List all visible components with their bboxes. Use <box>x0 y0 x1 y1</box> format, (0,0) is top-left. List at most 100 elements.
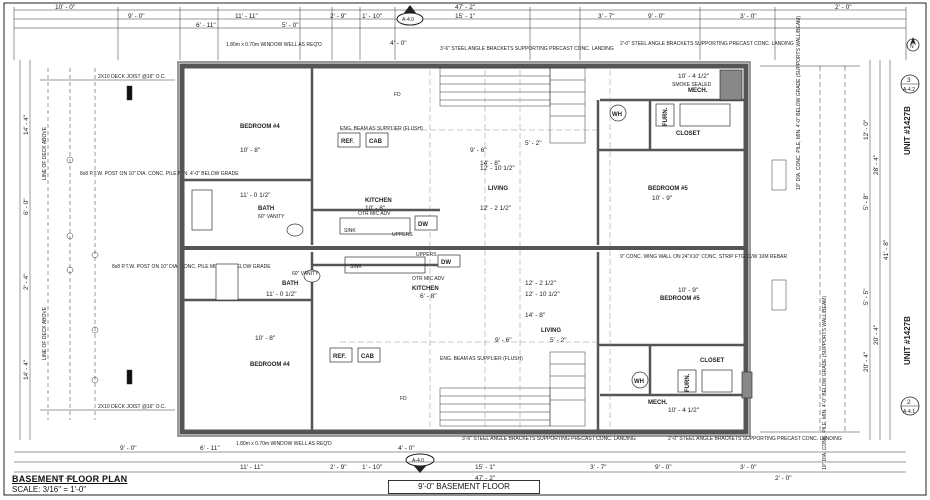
note-deck-line-upper: LINE OF DECK ABOVE <box>42 126 48 180</box>
top-dim-11: 15' - 1" <box>455 13 476 20</box>
top-dim-5: 6' - 11" <box>196 22 216 29</box>
right-dim-7: 20' - 4" <box>863 351 870 372</box>
note-pile-right-upper: 10" DIA. CONC. PILE, MIN. 4'-0" BELOW GR… <box>796 16 802 190</box>
stair-lower <box>439 351 586 427</box>
fixture-fd-upper: FD <box>394 92 401 98</box>
left-dim-1: 14' - 4" <box>23 114 30 135</box>
fixture-furn-upper: FURN. <box>663 107 669 126</box>
note-bracket-upper-1: 3'-6" STEEL ANGLE BRACKETS SUPPORTING PR… <box>440 46 614 52</box>
fixture-micro-lower: OTR MIC ADV <box>412 276 445 282</box>
note-bracket-lower-1: 3'-6" STEEL ANGLE BRACKETS SUPPORTING PR… <box>462 436 636 442</box>
unit-label-lower: UNIT #1427B <box>903 316 912 365</box>
top-dim-3: 47' - 2" <box>455 4 476 11</box>
top-dim-12: 3' - 7" <box>598 13 615 20</box>
bottom-dim-8: 3' - 7" <box>590 464 607 471</box>
section-tag-right-num: 3 <box>907 77 911 84</box>
fixture-fd-lower: FD <box>400 396 407 402</box>
drawing-scale: SCALE: 3/16" = 1'-0" <box>12 485 87 494</box>
living-lower-dim5: 9' - 6" <box>495 337 512 344</box>
fixture-sink-lower: SINK <box>350 264 362 270</box>
top-dim-2: 9' - 0" <box>128 13 145 20</box>
section-tag-top: A-4.0 <box>402 17 414 23</box>
note-deck-joist-lower: 2X10 DECK JOIST @16" O.C. <box>98 404 166 410</box>
note-pile-right-lower: 10" DIA. CONC. PILE, MIN. 4'-0" BELOW GR… <box>822 296 828 470</box>
fixture-dw-upper: DW <box>418 222 428 228</box>
room-bedroom5-upper: BEDROOM #5 <box>648 186 688 192</box>
right-dim-4: 5' - 8" <box>863 193 870 210</box>
room-bath-upper-dim: 11' - 0 1/2" <box>240 192 271 199</box>
room-mech-upper: MECH. <box>688 88 708 94</box>
beam-lines <box>340 70 611 430</box>
side-dimension-lines <box>19 60 891 440</box>
room-bedroom5-upper-dim: 10' - 9" <box>652 195 673 202</box>
north-arrow-icon: N <box>906 37 920 52</box>
note-beam-lower: ENG. BEAM AS SUPPLIER (FLUSH) <box>440 356 523 362</box>
fixture-wh-upper: WH <box>612 112 622 118</box>
room-mech-lower-dim: 10' - 4 1/2" <box>668 407 700 414</box>
room-kitchen-lower-dim: 6' - 8" <box>420 293 437 300</box>
drawing-title: BASEMENT FLOOR PLAN <box>12 474 128 484</box>
room-bedroom4-lower: BEDROOM #4 <box>250 362 290 368</box>
room-bedroom5-lower-dim: 10' - 9" <box>678 287 699 294</box>
right-dim-2: 41' - 8" <box>883 239 890 260</box>
bottom-dim-11: 47' - 2" <box>475 475 496 482</box>
fixture-vanity-lower: 60" VANITY <box>292 271 319 277</box>
note-pile-upper: 8x8 P.T.W. POST ON 10" DIA. CONC. PILE M… <box>80 171 239 177</box>
right-dim-5: 12' - 0" <box>863 119 870 140</box>
exterior-walls <box>177 61 751 437</box>
fixture-dw-lower: DW <box>441 260 451 266</box>
bottom-dim-9: 9' - 0" <box>655 464 672 471</box>
top-dim-8: 2' - 9" <box>330 13 347 20</box>
bottom-dim-6: 4' - 0" <box>398 445 415 452</box>
top-dim-9: 1' - 10" <box>362 13 383 20</box>
room-living-upper: LIVING <box>488 186 508 192</box>
sheet-label: 9'-0" BASEMENT FLOOR <box>388 480 540 494</box>
note-wing-wall: 9" CONC. WING WALL ON 24"X10" CONC. STRI… <box>620 254 788 260</box>
room-living-upper-dim: 12' - 10 1/2" <box>480 165 515 172</box>
top-dim-7: 5' - 0" <box>282 22 299 29</box>
fixtures-upper <box>191 69 743 237</box>
section-tag-right2-num: 2 <box>907 399 911 406</box>
room-mech-lower: MECH. <box>648 400 668 406</box>
bottom-dim-7: 15' - 1" <box>475 464 496 471</box>
top-dim-14: 3' - 0" <box>740 13 757 20</box>
fixture-vanity-upper: 60" VANITY <box>258 214 285 220</box>
fixture-cab-lower: CAB <box>361 354 375 360</box>
room-bath-lower-dim: 11' - 0 1/2" <box>266 291 297 298</box>
bottom-dim-13: 10' - 0" <box>55 475 76 482</box>
room-bedroom4-lower-dim: 10' - 8" <box>255 335 276 342</box>
top-dim-13: 9' - 0" <box>648 13 665 20</box>
room-mech-upper-dim: 10' - 4 1/2" <box>678 73 710 80</box>
note-window-lower: 1.80m x 0.70m WINDOW WELL AS REQ'D <box>236 441 332 447</box>
room-closet-upper: CLOSET <box>676 131 701 137</box>
room-bedroom4-upper: BEDROOM #4 <box>240 124 280 130</box>
svg-text:N: N <box>910 44 914 50</box>
room-kitchen-lower: KITCHEN <box>412 286 439 292</box>
fixture-wh-lower: WH <box>634 379 644 385</box>
note-window-upper: 1.80m x 0.70m WINDOW WELL AS REQ'D <box>226 42 322 48</box>
bottom-dim-10: 3' - 0" <box>740 464 757 471</box>
bottom-dim-3: 11' - 11" <box>240 464 264 471</box>
bottom-dim-4: 2' - 9" <box>330 464 347 471</box>
section-tag-right2-ref: A-4.1 <box>903 409 915 415</box>
left-dim-2: 6' - 0" <box>23 198 30 215</box>
top-dim-1: 10' - 0" <box>55 4 76 11</box>
left-dim-3: 14' - 4" <box>23 359 30 380</box>
top-dim-10: 4' - 0" <box>390 40 407 47</box>
left-dim-4: 2' - 4" <box>23 273 30 290</box>
room-bedroom4-upper-dim: 10' - 8" <box>240 147 261 154</box>
fixture-uppers-lower: UPPERS <box>416 252 437 258</box>
stair-upper <box>439 67 586 144</box>
right-dim-1: 28' - 4" <box>873 154 880 175</box>
fixtures-lower <box>215 254 753 399</box>
fixture-furn-lower: FURN. <box>685 373 691 392</box>
note-pile-lower: 8x8 P.T.W. POST ON 10" DIA. CONC. PILE M… <box>112 264 271 270</box>
note-deck-line-lower: LINE OF DECK ABOVE <box>42 306 48 360</box>
section-marker-icon <box>405 453 435 473</box>
right-dim-3: 20' - 4" <box>873 324 880 345</box>
top-dim-4: 2' - 0" <box>835 4 852 11</box>
section-tag-right-ref: A-4.2 <box>903 87 915 93</box>
bottom-dim-5: 1' - 10" <box>362 464 383 471</box>
living-lower-dim3: 14' - 8" <box>525 312 546 319</box>
fixture-ref-lower: REF. <box>333 354 346 360</box>
